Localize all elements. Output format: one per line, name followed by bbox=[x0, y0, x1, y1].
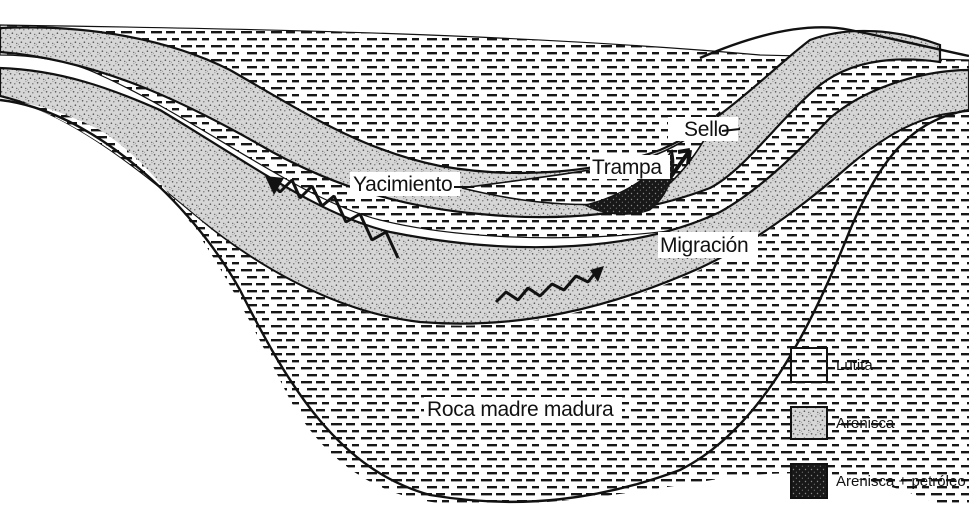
legend-label-arenisca: Arenisca bbox=[836, 415, 895, 432]
legend-label-lutita: Lutita bbox=[836, 357, 873, 374]
label-roca-madre: Roca madre madura bbox=[427, 398, 614, 421]
label-sello: Sello bbox=[684, 118, 729, 141]
legend-swatch-lutita bbox=[791, 348, 827, 382]
legend-label-arenisca-petroleo: Arenisca + petróleo bbox=[836, 473, 966, 490]
label-migracion: Migración bbox=[660, 234, 748, 257]
legend-swatch-arenisca-petroleo bbox=[791, 464, 827, 498]
label-trampa: Trampa bbox=[592, 156, 662, 179]
legend-swatch-arenisca bbox=[791, 407, 827, 439]
label-yacimiento: Yacimiento bbox=[353, 173, 452, 196]
